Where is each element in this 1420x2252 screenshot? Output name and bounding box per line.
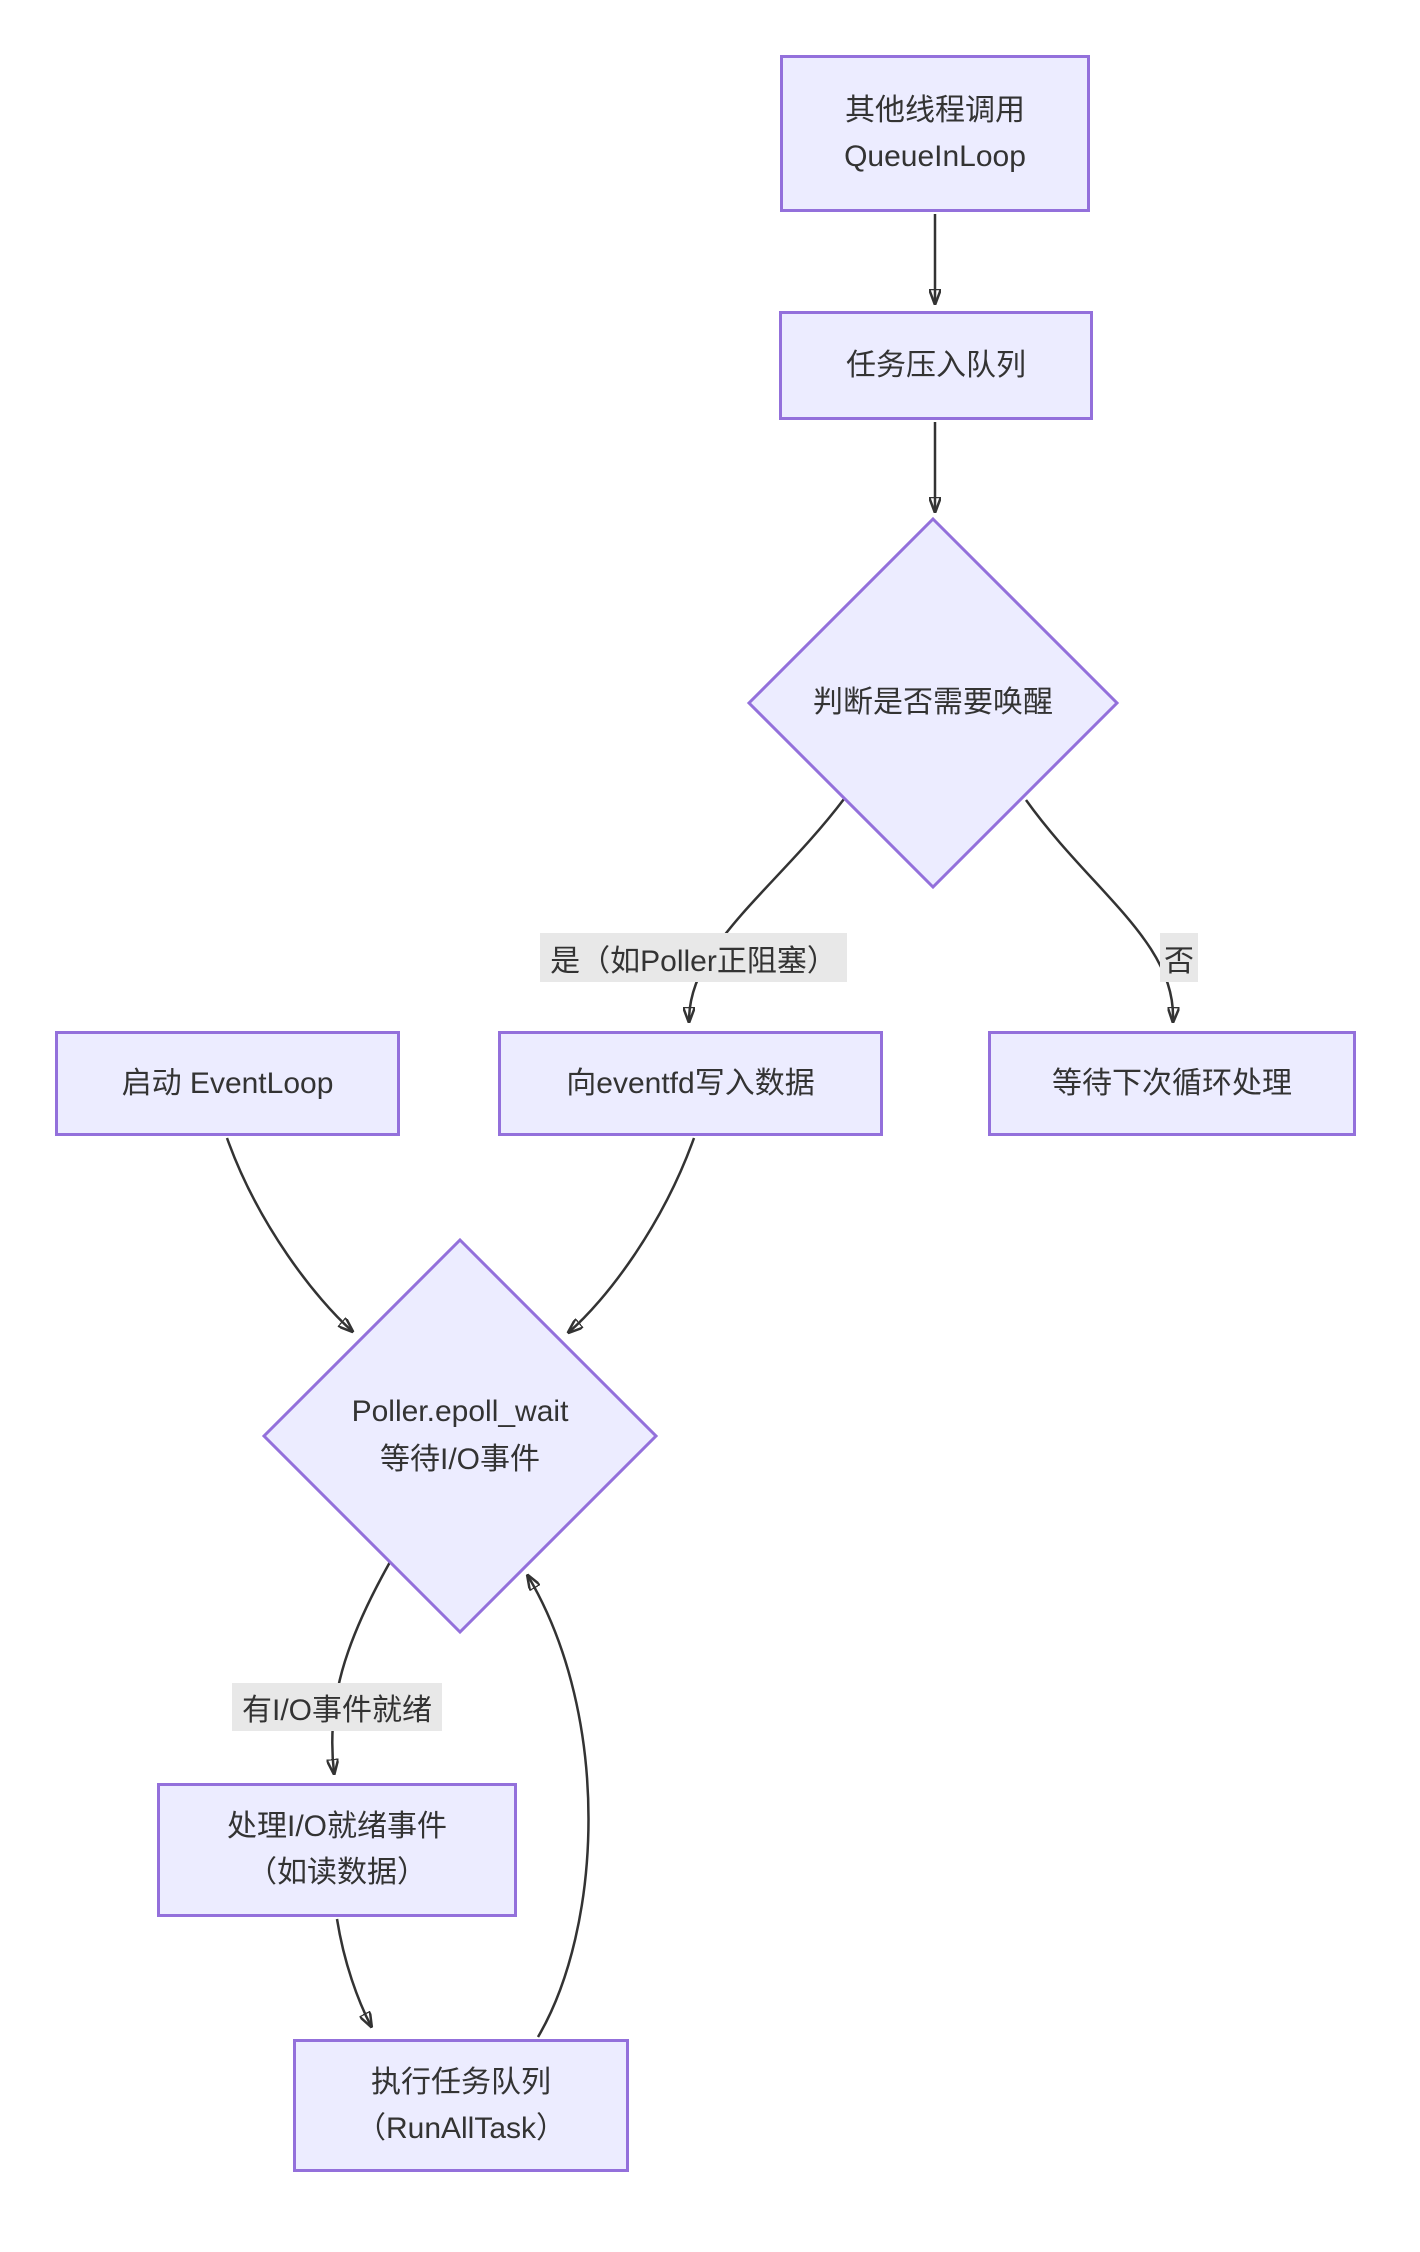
- node-need-wakeup-label: 判断是否需要唤醒: [813, 686, 1053, 719]
- edge-epollwait-to-handleio: [332, 1561, 392, 1773]
- node-wait-next-loop-line1: 等待下次循环处理: [1052, 1066, 1292, 1100]
- edge-label-no: 否: [1160, 933, 1198, 982]
- edge-runalltask-back-to-epollwait: [528, 1576, 590, 2038]
- edge-needwakeup-no-to-waitnextloop: [1024, 799, 1173, 1021]
- node-run-all-task-line1: 执行任务队列: [371, 2065, 551, 2099]
- node-epoll-wait-line1: Poller.epoll_wait: [351, 1395, 569, 1428]
- node-epoll-wait-line2: 等待I/O事件: [379, 1443, 541, 1476]
- node-write-eventfd-line1: 向eventfd写入数据: [566, 1066, 815, 1100]
- edge-needwakeup-yes-to-writeeventfd: [689, 798, 845, 1021]
- node-wait-next-loop: 等待下次循环处理: [988, 1031, 1356, 1136]
- node-handle-io: 处理I/O就绪事件 （如读数据）: [157, 1783, 517, 1917]
- edge-starteventloop-to-epollwait: [225, 1137, 352, 1331]
- node-start-eventloop-line1: 启动 EventLoop: [121, 1066, 334, 1100]
- node-epoll-wait-label: Poller.epoll_wait 等待I/O事件: [352, 1388, 569, 1484]
- edge-label-yes: 是（如Poller正阻塞）: [540, 933, 847, 982]
- node-run-all-task-line2: （RunAllTask）: [355, 2111, 567, 2145]
- node-write-eventfd: 向eventfd写入数据: [498, 1031, 883, 1136]
- edge-handleio-to-runalltask: [335, 1918, 371, 2026]
- node-queue-in-loop: 其他线程调用 QueueInLoop: [780, 55, 1090, 212]
- decision-need-wakeup-shape: [746, 516, 1120, 890]
- edge-writeeventfd-to-epollwait: [569, 1137, 696, 1332]
- node-queue-in-loop-line1: 其他线程调用: [845, 93, 1025, 127]
- node-push-task-line1: 任务压入队列: [846, 348, 1026, 382]
- node-handle-io-line1: 处理I/O就绪事件: [226, 1810, 447, 1844]
- node-start-eventloop: 启动 EventLoop: [55, 1031, 400, 1136]
- decision-epoll-wait-shape: [261, 1237, 659, 1635]
- node-queue-in-loop-line2: QueueInLoop: [844, 139, 1026, 173]
- edge-label-io-ready: 有I/O事件就绪: [232, 1683, 442, 1731]
- node-handle-io-line2: （如读数据）: [247, 1856, 427, 1889]
- node-run-all-task: 执行任务队列 （RunAllTask）: [293, 2039, 629, 2172]
- node-push-task: 任务压入队列: [779, 311, 1093, 420]
